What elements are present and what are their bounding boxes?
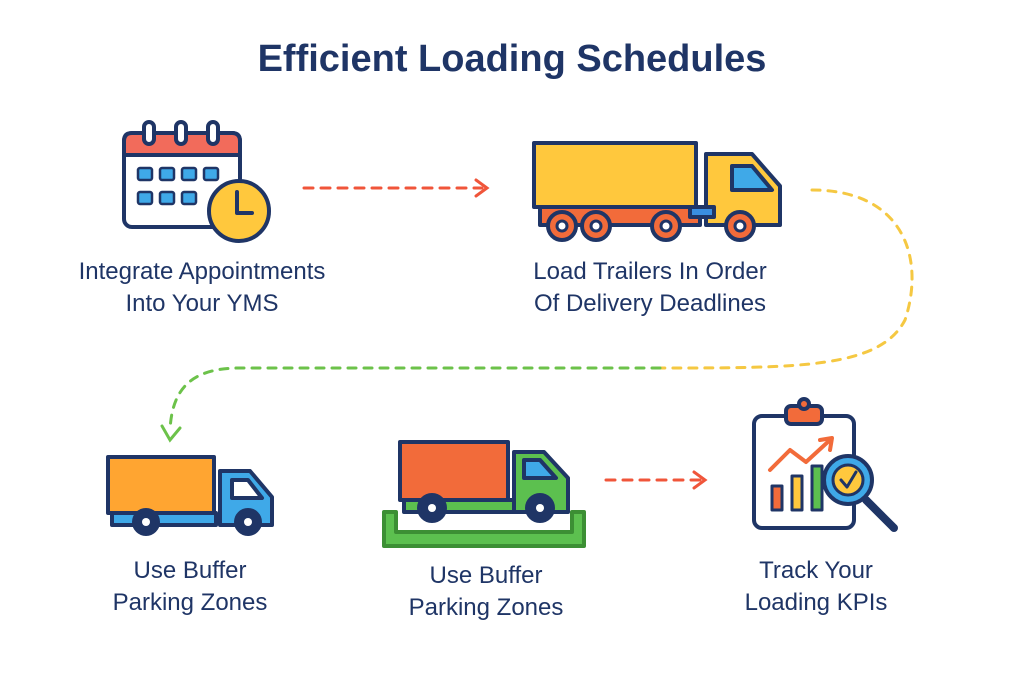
page-title: Efficient Loading Schedules [257, 38, 767, 80]
step-label-line: Track Your [759, 557, 873, 584]
connector-arrow-3 [604, 470, 708, 490]
step-label-line: Into Your YMS [125, 290, 279, 317]
step-label-line: Of Delivery Deadlines [533, 290, 767, 317]
step-label-line: Load Trailers In Order [533, 258, 767, 285]
box-truck-icon [106, 455, 274, 536]
step-label-line: Loading KPIs [744, 589, 888, 616]
step-label-line: Parking Zones [112, 589, 268, 616]
step-label-line: Parking Zones [408, 594, 564, 621]
step-label-line: Use Buffer [133, 557, 247, 584]
step-label-load-trailers: Load Trailers In Order Of Delivery Deadl… [490, 256, 810, 320]
trailer-truck-icon [532, 141, 782, 242]
step-label-integrate-appointments: Integrate Appointments Into Your YMS [32, 256, 372, 320]
parked-truck-icon [382, 440, 586, 548]
connector-curve-arrowhead [160, 424, 182, 443]
step-label-buffer-parking-1: Use Buffer Parking Zones [70, 555, 310, 619]
kpi-clipboard-icon [752, 397, 898, 532]
calendar-clock-icon [122, 120, 271, 243]
step-label-line: Integrate Appointments [78, 258, 326, 285]
step-label-buffer-parking-2: Use Buffer Parking Zones [366, 560, 606, 624]
step-label-line: Use Buffer [429, 562, 543, 589]
step-label-track-kpis: Track Your Loading KPIs [706, 555, 926, 619]
connector-arrow-1 [302, 178, 490, 198]
connector-curve-2 [168, 188, 914, 432]
